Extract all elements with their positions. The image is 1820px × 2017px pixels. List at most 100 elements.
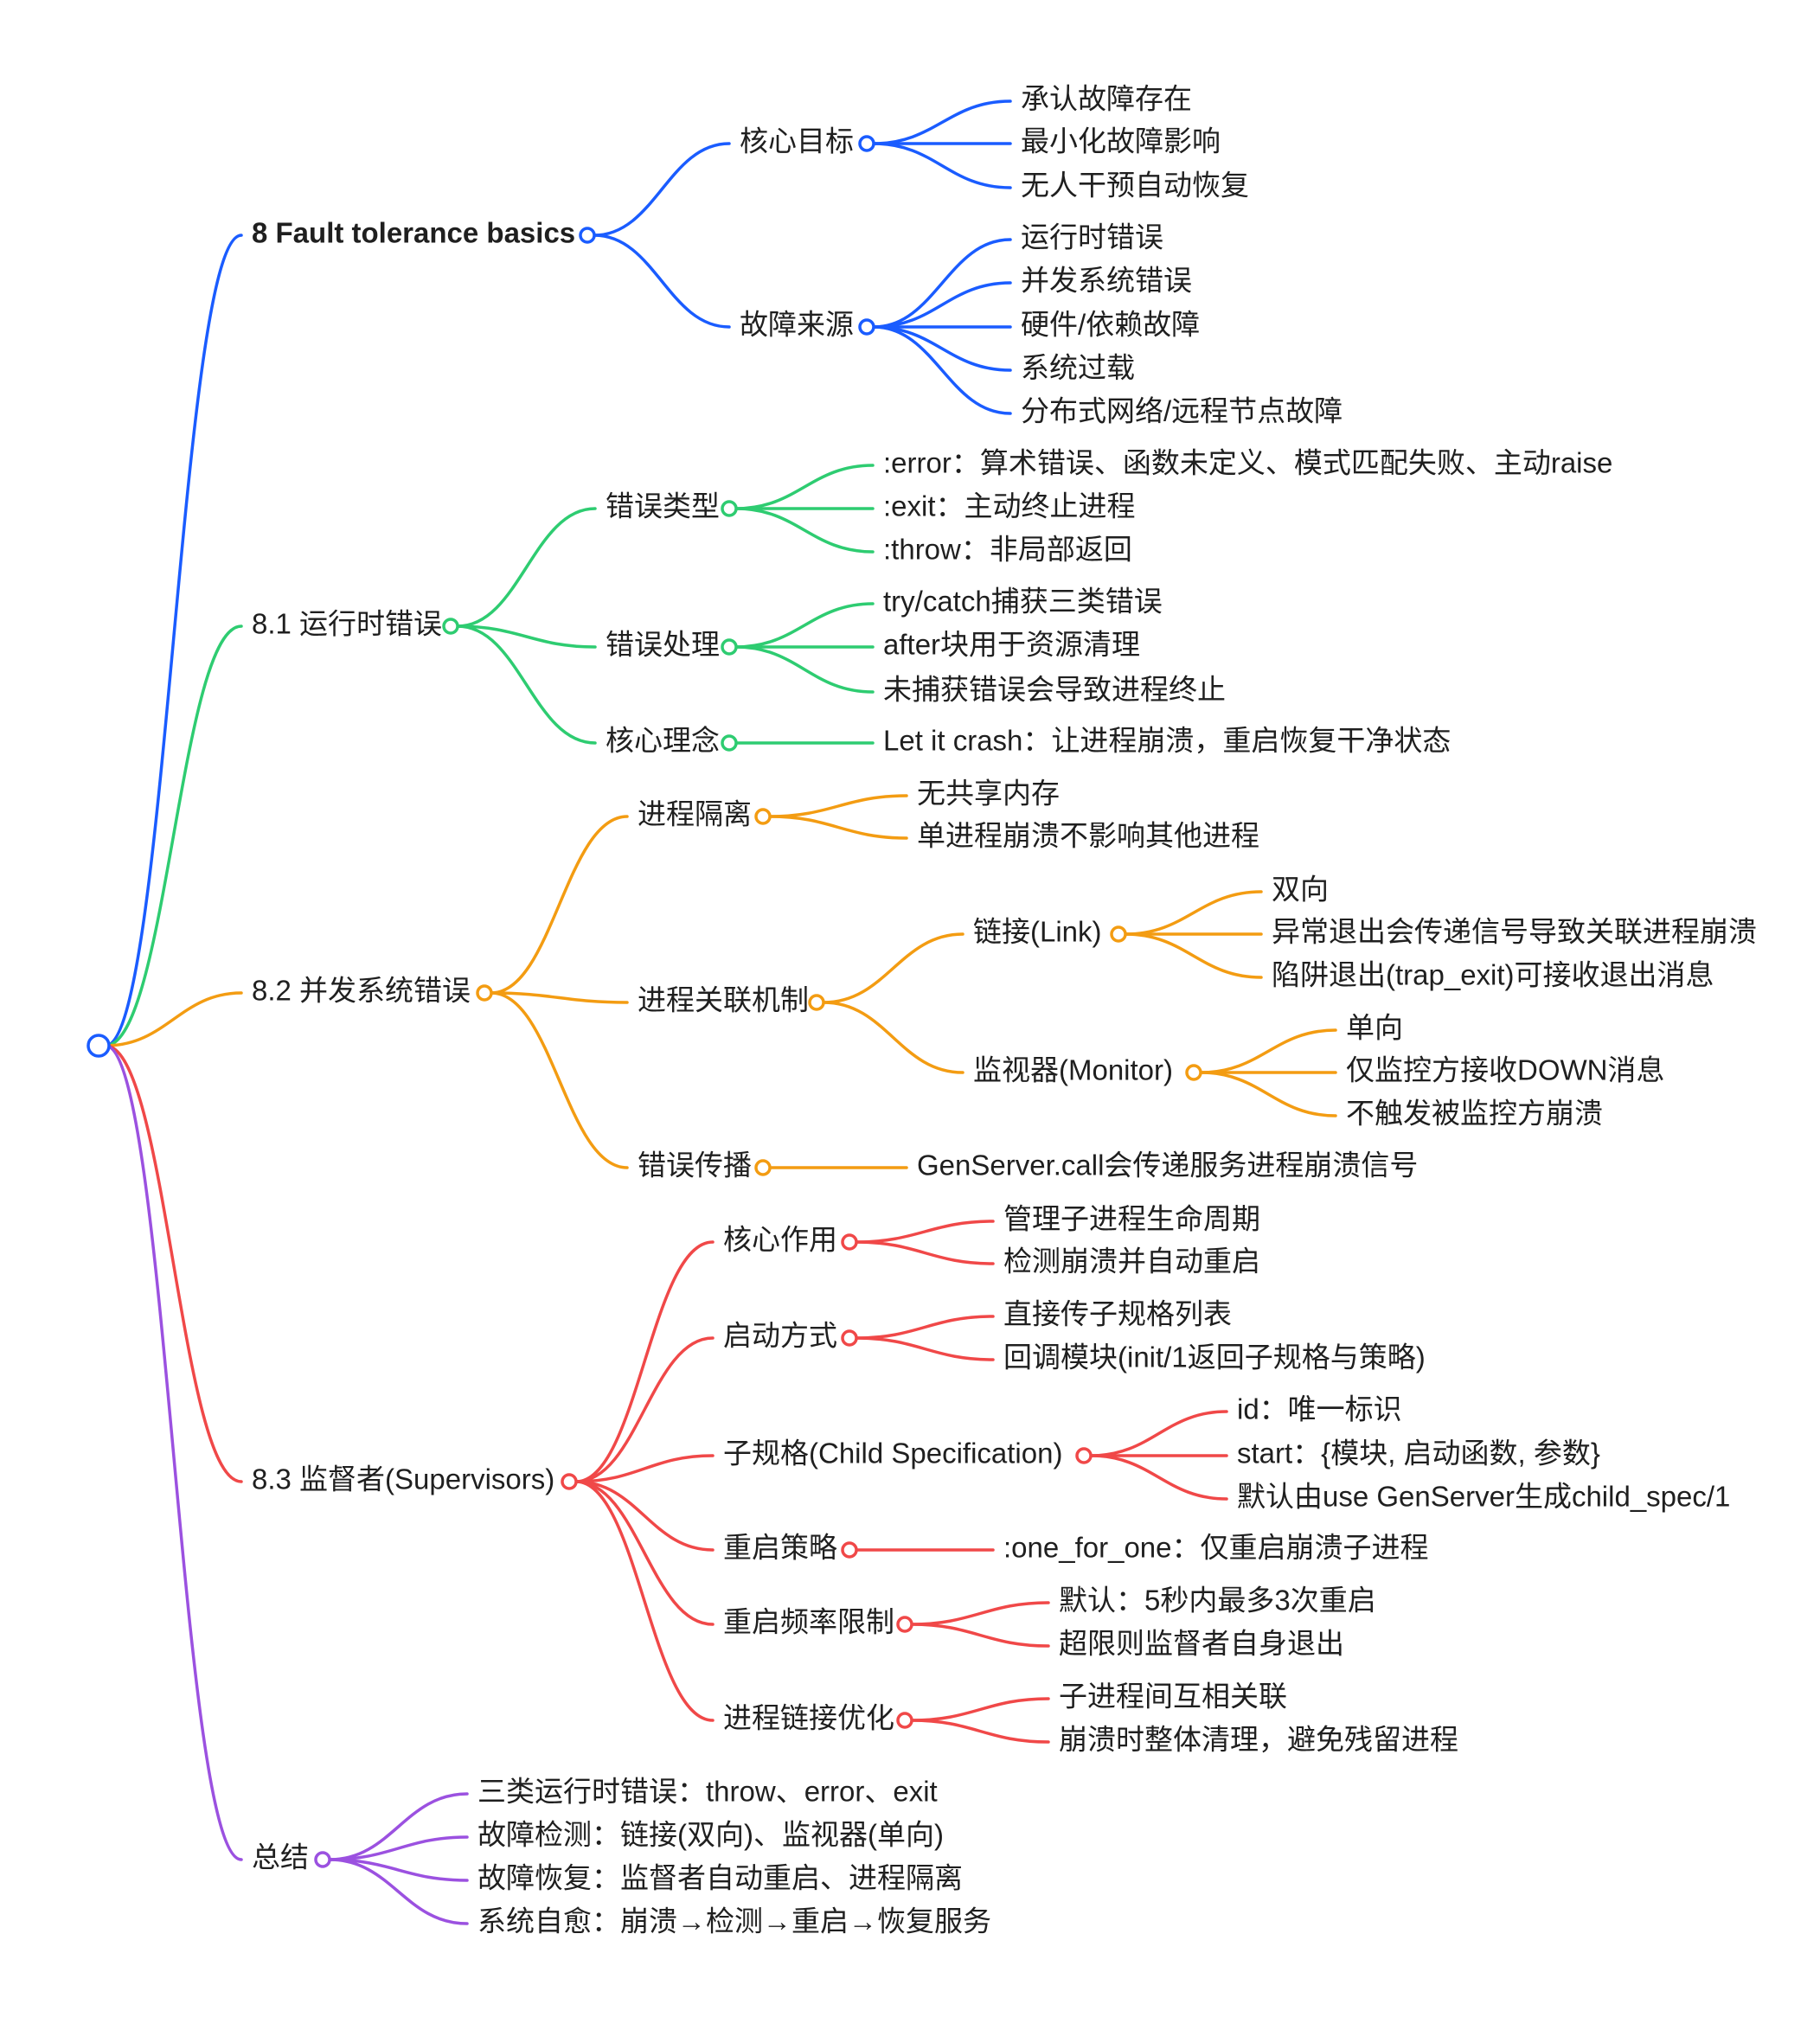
leaf-label: :one_for_one：仅重启崩溃子进程 — [1003, 1532, 1429, 1564]
edge-branch-topic — [574, 1336, 715, 1483]
edge-branch-topic — [490, 991, 629, 1004]
edge-subtopic-leaf — [1199, 1028, 1337, 1074]
leaf-label: 系统过载 — [1021, 352, 1135, 384]
subtopic-collapse-node[interactable] — [1110, 925, 1127, 943]
topic-label: 核心目标 — [740, 125, 854, 157]
leaf-label: 承认故障存在 — [1021, 83, 1192, 115]
leaf-label: GenServer.call会传递服务进程崩溃信号 — [917, 1149, 1418, 1181]
edge-topic-leaf — [1089, 1410, 1228, 1457]
edge-root-branch — [104, 1044, 243, 1483]
leaf-label: 超限则监督者自身退出 — [1059, 1628, 1344, 1660]
edge-summary-leaf — [328, 1858, 469, 1925]
branch-collapse-node[interactable] — [476, 984, 493, 1002]
topic-collapse-node[interactable] — [896, 1616, 913, 1633]
topic-label: 错误传播 — [638, 1149, 752, 1181]
edge-summary-leaf — [328, 1858, 469, 1882]
edge-topic-leaf — [855, 1220, 995, 1244]
subtopic-label: 链接(Link) — [973, 916, 1102, 948]
summary-leaf: 故障恢复：监督者自动重启、进程隔离 — [477, 1862, 963, 1894]
leaf-label: 异常退出会传递信号导致关联进程崩溃 — [1272, 916, 1757, 948]
edge-topic-leaf — [734, 602, 875, 649]
summary-leaf: 故障检测：链接(双向)、监视器(单向) — [477, 1819, 944, 1851]
topic-collapse-node[interactable] — [841, 1541, 858, 1559]
topic-collapse-node[interactable] — [896, 1712, 913, 1729]
topic-collapse-node[interactable] — [841, 1329, 858, 1347]
edge-branch-topic — [574, 1480, 715, 1552]
topic-collapse-node[interactable] — [841, 1233, 858, 1251]
leaf-label: 并发系统错误 — [1021, 265, 1192, 297]
edge-topic-leaf — [734, 645, 875, 694]
leaf-label: 未捕获错误会导致进程终止 — [883, 674, 1226, 706]
edge-subtopic-leaf — [1124, 890, 1263, 936]
edge-branch-topic — [490, 815, 629, 995]
edge-root-branch — [104, 991, 243, 1047]
edge-topic-leaf — [855, 1315, 995, 1340]
edge-summary-leaf — [328, 1835, 469, 1861]
edge-branch-topic — [574, 1240, 715, 1483]
branch-collapse-node[interactable] — [314, 1851, 331, 1868]
edge-branch-topic — [456, 624, 597, 649]
leaf-label: :error：算术错误、函数未定义、模式匹配失败、主动raise — [883, 447, 1612, 479]
edge-subtopic-leaf — [1199, 1071, 1337, 1117]
edge-root-branch — [104, 234, 243, 1047]
topic-label: 进程关联机制 — [638, 984, 809, 1016]
leaf-label: 仅监控方接收DOWN消息 — [1346, 1054, 1664, 1086]
leaf-label: 管理子进程生命周期 — [1003, 1203, 1260, 1235]
leaf-label: 默认：5秒内最多3次重启 — [1059, 1585, 1376, 1617]
topic-collapse-node[interactable] — [754, 1159, 772, 1176]
edge-topic-subtopic — [822, 932, 964, 1004]
leaf-label: 检测崩溃并自动重启 — [1003, 1245, 1260, 1277]
leaf-label: 运行时错误 — [1021, 221, 1163, 253]
topic-collapse-node[interactable] — [1075, 1447, 1093, 1464]
leaf-label: 不触发被监控方崩溃 — [1346, 1098, 1603, 1130]
topic-collapse-node[interactable] — [721, 638, 738, 656]
leaf-label: :throw：非局部返回 — [883, 534, 1132, 566]
topic-label: 核心作用 — [723, 1224, 837, 1256]
topic-collapse-node[interactable] — [721, 500, 738, 517]
edge-topic-leaf — [768, 815, 908, 840]
edge-summary-leaf — [328, 1792, 469, 1861]
subtopic-collapse-node[interactable] — [1185, 1064, 1202, 1081]
leaf-label: 单向 — [1346, 1012, 1403, 1044]
topic-collapse-node[interactable] — [721, 734, 738, 752]
branch-collapse-node[interactable] — [579, 227, 596, 244]
edge-topic-leaf — [734, 507, 875, 554]
leaf-label: try/catch捕获三类错误 — [883, 586, 1163, 618]
summary-leaf: 系统自愈：崩溃→检测→重启→恢复服务 — [477, 1905, 991, 1937]
topic-collapse-node[interactable] — [858, 135, 875, 152]
leaf-label: 子进程间互相关联 — [1059, 1681, 1287, 1713]
leaf-label: 无人干预自动恢复 — [1021, 170, 1249, 202]
branch-label: 总结 — [252, 1841, 309, 1873]
leaf-label: after块用于资源清理 — [883, 629, 1140, 661]
branch-collapse-node[interactable] — [561, 1473, 578, 1490]
edge-topic-leaf — [734, 464, 875, 510]
leaf-label: 硬件/依赖故障 — [1021, 309, 1200, 341]
topic-label: 错误处理 — [606, 629, 720, 661]
topic-collapse-node[interactable] — [754, 808, 772, 825]
topic-label: 进程链接优化 — [723, 1702, 894, 1734]
edge-topic-leaf — [855, 1336, 995, 1361]
summary-leaf: 三类运行时错误：throw、error、exit — [477, 1776, 938, 1808]
topic-label: 错误类型 — [606, 490, 720, 522]
edge-topic-leaf — [910, 1719, 1050, 1744]
topic-label: 进程隔离 — [638, 798, 752, 830]
edge-topic-leaf — [910, 1623, 1050, 1648]
topic-collapse-node[interactable] — [858, 318, 875, 336]
edge-root-branch — [104, 624, 243, 1047]
root-node[interactable] — [87, 1034, 111, 1058]
topic-label: 重启频率限制 — [723, 1606, 894, 1638]
branch-label: 8.1 运行时错误 — [252, 608, 442, 640]
edge-topic-leaf — [872, 325, 1012, 372]
leaf-label: 回调模块(init/1返回子规格与策略) — [1003, 1341, 1426, 1373]
branch-collapse-node[interactable] — [442, 618, 459, 635]
branch-label: 8 Fault tolerance basics — [252, 217, 575, 249]
edge-branch-topic — [456, 507, 597, 628]
branch-label: 8.2 并发系统错误 — [252, 975, 471, 1007]
edge-topic-leaf — [872, 325, 1012, 415]
leaf-label: 直接传子规格列表 — [1003, 1298, 1232, 1330]
leaf-label: :exit：主动终止进程 — [883, 490, 1136, 522]
topic-collapse-node[interactable] — [808, 994, 825, 1011]
leaf-label: Let it crash：让进程崩溃，重启恢复干净状态 — [883, 725, 1451, 757]
mind-map-nodes: 8 Fault tolerance basics核心目标承认故障存在最小化故障影… — [87, 83, 1757, 1937]
mind-map-edges — [104, 99, 1337, 1925]
